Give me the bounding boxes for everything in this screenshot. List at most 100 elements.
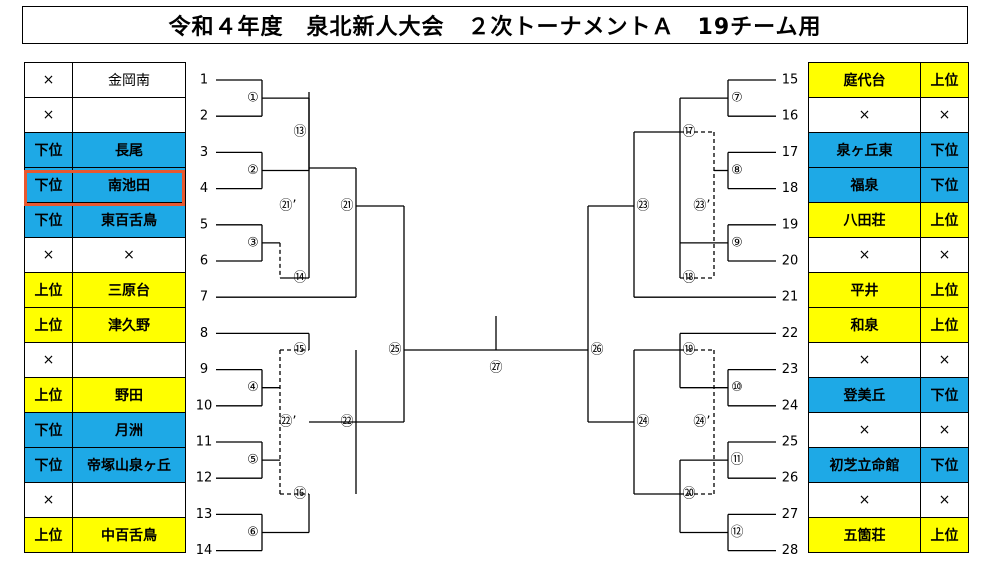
right-team-row: ×× [808, 482, 969, 518]
match-label: ㉖ [590, 343, 603, 358]
slot-number: 16 [782, 109, 799, 124]
right-team-row: 庭代台上位 [808, 62, 969, 98]
right-team-table: 庭代台上位××泉ヶ丘東下位福泉下位八田荘上位××平井上位和泉上位××登美丘下位×… [808, 62, 969, 553]
match-label: ㉓ [636, 199, 649, 214]
right-team-row: 泉ヶ丘東下位 [808, 132, 969, 168]
team-name: 金岡南 [72, 62, 186, 98]
slot-number: 18 [782, 181, 799, 196]
team-seed: × [24, 342, 73, 378]
slot-number: 22 [782, 326, 799, 341]
left-team-row: 上位津久野 [24, 307, 186, 343]
left-team-row: ×× [24, 237, 186, 273]
team-name: 津久野 [72, 307, 186, 343]
team-seed: 上位 [24, 517, 73, 553]
match-label: ⑨ [731, 235, 743, 250]
slot-number: 17 [782, 145, 799, 160]
slot-number: 20 [782, 254, 799, 269]
team-seed: 上位 [920, 517, 969, 553]
slot-number: 26 [782, 471, 799, 486]
left-team-row: 下位月洲 [24, 412, 186, 448]
match-label: ⑯ [293, 487, 306, 502]
match-label: ⑮ [293, 343, 306, 358]
team-seed: × [920, 412, 969, 448]
team-name: × [808, 342, 921, 378]
team-seed: 下位 [920, 132, 969, 168]
slot-number: 3 [200, 145, 208, 160]
team-seed: 下位 [920, 447, 969, 483]
team-name [72, 97, 186, 133]
tournament-title: 令和４年度 泉北新人大会 ２次トーナメントＡ 19チーム用 [22, 6, 968, 44]
left-team-row: 下位南池田 [24, 167, 186, 203]
team-name: × [72, 237, 186, 273]
slot-number: 8 [200, 326, 208, 341]
team-name: × [808, 482, 921, 518]
team-seed: × [24, 237, 73, 273]
team-seed: 下位 [24, 132, 73, 168]
team-name: × [808, 237, 921, 273]
team-seed: 上位 [920, 272, 969, 308]
slot-number: 2 [200, 109, 208, 124]
slot-number: 15 [782, 73, 799, 88]
team-name: 三原台 [72, 272, 186, 308]
match-label: ② [247, 163, 259, 178]
match-label: ⑤ [247, 453, 259, 468]
match-label: ⑪ [730, 453, 743, 468]
team-name: 登美丘 [808, 377, 921, 413]
team-name: 和泉 [808, 307, 921, 343]
match-label: ① [247, 91, 259, 106]
left-team-row: × [24, 97, 186, 133]
team-name: × [808, 412, 921, 448]
slot-number: 13 [196, 507, 213, 522]
match-label: ③ [247, 235, 259, 250]
right-team-row: 初芝立命館下位 [808, 447, 969, 483]
team-name: 八田荘 [808, 202, 921, 238]
left-team-row: 上位三原台 [24, 272, 186, 308]
team-name: 長尾 [72, 132, 186, 168]
match-label: ㉓’ [693, 199, 710, 214]
team-seed: × [920, 237, 969, 273]
match-label: ④ [247, 380, 259, 395]
match-label: ⑥ [247, 525, 259, 540]
slot-number: 4 [200, 181, 208, 196]
team-seed: 下位 [920, 377, 969, 413]
team-seed: 下位 [24, 202, 73, 238]
match-label: ㉑’ [279, 199, 296, 214]
left-team-row: × [24, 482, 186, 518]
team-name: 福泉 [808, 167, 921, 203]
match-label: ㉔ [636, 415, 649, 430]
team-name: 泉ヶ丘東 [808, 132, 921, 168]
team-seed: 上位 [24, 377, 73, 413]
team-seed: 上位 [920, 307, 969, 343]
team-seed: × [920, 342, 969, 378]
slot-number: 5 [200, 217, 208, 232]
slot-number: 25 [782, 435, 799, 450]
slot-number: 1 [200, 73, 208, 88]
match-label: ㉔’ [693, 415, 710, 430]
team-seed: × [24, 482, 73, 518]
team-seed: 上位 [24, 307, 73, 343]
team-seed: 下位 [920, 167, 969, 203]
right-team-row: ×× [808, 412, 969, 448]
right-team-row: 和泉上位 [808, 307, 969, 343]
team-seed: × [920, 482, 969, 518]
slot-number: 21 [782, 290, 799, 305]
left-team-table: ×金岡南×下位長尾下位南池田下位東百舌鳥××上位三原台上位津久野×上位野田下位月… [24, 62, 186, 553]
slot-number: 9 [200, 362, 208, 377]
slot-number: 24 [782, 398, 799, 413]
team-seed: 上位 [24, 272, 73, 308]
slot-number: 11 [196, 435, 213, 450]
right-team-row: ×× [808, 237, 969, 273]
team-name: 初芝立命館 [808, 447, 921, 483]
team-seed: 下位 [24, 167, 73, 203]
match-label: ㉗ [489, 361, 502, 376]
team-name [72, 342, 186, 378]
slot-number: 7 [200, 290, 208, 305]
team-name: 中百舌鳥 [72, 517, 186, 553]
slot-number: 12 [196, 471, 213, 486]
right-team-row: 五箇荘上位 [808, 517, 969, 553]
slot-number: 19 [782, 217, 799, 232]
team-seed: × [24, 62, 73, 98]
team-name: 月洲 [72, 412, 186, 448]
match-label: ⑦ [731, 91, 743, 106]
